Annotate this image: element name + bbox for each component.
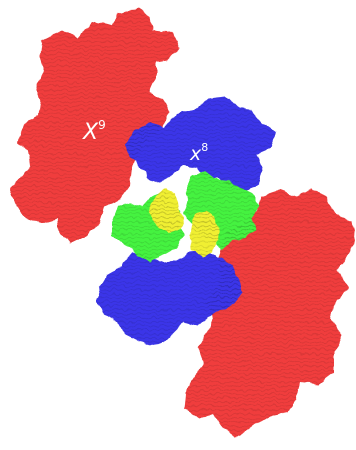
stripe-texture-overlay bbox=[10, 8, 356, 438]
